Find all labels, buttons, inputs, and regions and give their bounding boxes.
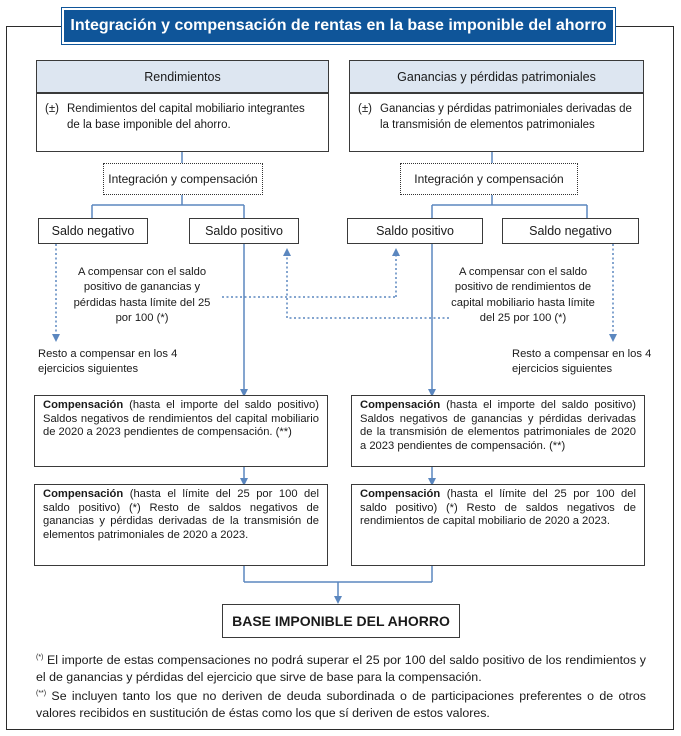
footnote-mark: (*) [36, 653, 44, 661]
ganancias-description: (±) Ganancias y pérdidas patrimoniales d… [349, 93, 644, 152]
sign-label: (±) [45, 103, 59, 115]
page-title: Integración y compensación de rentas en … [61, 7, 616, 45]
left-compensation-note: A compensar con el saldo positivo de gan… [64, 265, 220, 327]
left-saldo-positivo: Saldo positivo [189, 218, 299, 244]
comp-title: Compensación [360, 399, 441, 411]
comp-text: (hasta el importe del saldo positivo) Sa… [360, 399, 636, 452]
left-compensacion-1: Compensación (hasta el importe del saldo… [34, 395, 328, 467]
right-compensacion-2: Compensación (hasta el límite del 25 por… [351, 484, 645, 566]
right-saldo-positivo: Saldo positivo [347, 218, 483, 244]
sign-label: (±) [358, 103, 372, 115]
description-text: Rendimientos del capital mobiliario inte… [67, 103, 305, 131]
comp-text: (hasta el importe del saldo positivo) Sa… [43, 399, 319, 439]
footnote-2: (**) Se incluyen tanto los que no derive… [36, 688, 646, 721]
footnote-text: Se incluyen tanto los que no deriven de … [36, 689, 646, 720]
right-resto-note: Resto a compensar en los 4 ejercicios si… [512, 348, 652, 376]
footnote-text: El importe de estas compensaciones no po… [36, 653, 646, 684]
comp-title: Compensación [360, 488, 441, 500]
comp-text: (hasta el límite del 25 por 100 del sald… [360, 488, 636, 528]
right-compensation-note: A compensar con el saldo positivo de ren… [450, 265, 596, 327]
footnote-1: (*) El importe de estas compensaciones n… [36, 652, 646, 685]
rendimientos-header: Rendimientos [36, 60, 329, 93]
left-saldo-negativo: Saldo negativo [38, 218, 148, 244]
left-integration-box: Integración y compensación [103, 163, 263, 195]
comp-text: (hasta el límite del 25 por 100 del sald… [43, 488, 319, 541]
comp-title: Compensación [43, 488, 124, 500]
comp-title: Compensación [43, 399, 124, 411]
right-integration-box: Integración y compensación [400, 163, 578, 195]
base-imponible-box: BASE IMPONIBLE DEL AHORRO [222, 604, 460, 638]
rendimientos-description: (±) Rendimientos del capital mobiliario … [36, 93, 329, 152]
right-saldo-negativo: Saldo negativo [502, 218, 639, 244]
footnote-mark: (**) [36, 689, 47, 697]
description-text: Ganancias y pérdidas patrimoniales deriv… [380, 103, 632, 131]
right-compensacion-1: Compensación (hasta el importe del saldo… [351, 395, 645, 467]
left-resto-note: Resto a compensar en los 4 ejercicios si… [38, 348, 178, 376]
ganancias-header: Ganancias y pérdidas patrimoniales [349, 60, 644, 93]
left-compensacion-2: Compensación (hasta el límite del 25 por… [34, 484, 328, 566]
